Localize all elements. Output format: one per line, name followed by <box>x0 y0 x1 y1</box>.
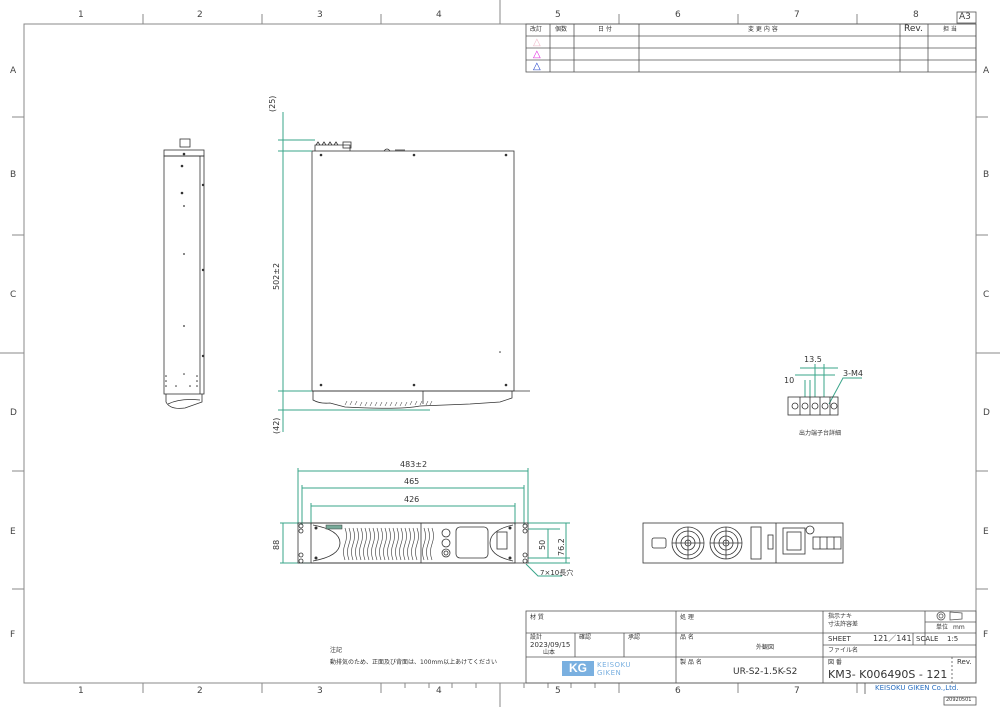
grid-col-7-bottom: 7 <box>794 686 800 696</box>
unit-value: mm <box>953 624 965 631</box>
dim-top-clearance: (25) <box>268 95 277 112</box>
grid-row-c: C <box>10 290 17 300</box>
grid-col-7: 7 <box>794 10 800 20</box>
scale-label: SCALE <box>916 635 939 643</box>
grid-col-5: 5 <box>555 10 561 20</box>
rev-header-changes: 変 更 内 容 <box>748 26 778 33</box>
dim-mount-width: 465 <box>404 477 420 486</box>
dim-hole-outer: 76.2 <box>557 538 566 556</box>
check-label: 確認 <box>579 634 592 641</box>
dim-terminal-pitch: 13.5 <box>804 355 822 364</box>
rev-header-rev: Rev. <box>904 24 923 34</box>
grid-col-3: 3 <box>317 10 323 20</box>
file-label: ファイル名 <box>828 647 859 654</box>
grid-row-e: E <box>10 527 16 537</box>
grid-row-b: B <box>10 170 17 180</box>
grid-col-1-bottom: 1 <box>78 686 84 696</box>
material-label: 材 質 <box>530 614 544 621</box>
company-logo: KG <box>562 661 594 676</box>
sheet-value: 121／141 <box>873 634 912 643</box>
rev-header-person: 担 当 <box>943 26 957 33</box>
company-name: KEISOKU GIKEN Co.,Ltd. <box>875 684 959 692</box>
rev-header-revision: 改訂 <box>530 26 543 33</box>
grid-col-6-bottom: 6 <box>675 686 681 696</box>
designer: 山本 <box>543 649 556 656</box>
hole-note: 7×10長穴 <box>540 569 574 577</box>
grid-col-2-bottom: 2 <box>197 686 203 696</box>
product-name: UR-S2-1.5K-S2 <box>733 667 798 677</box>
grid-row-b-right: B <box>983 170 990 180</box>
design-label: 設計 <box>530 634 543 641</box>
grid-col-2: 2 <box>197 10 203 20</box>
grid-row-f: F <box>10 630 16 640</box>
grid-col-4: 4 <box>436 10 442 20</box>
grid-row-e-right: E <box>983 527 989 537</box>
grid-row-f-right: F <box>983 630 989 640</box>
grid-col-3-bottom: 3 <box>317 686 323 696</box>
drawing-number: KM3- K006490S - 121 <box>828 668 948 681</box>
notes-line-1: 動排気のため、正面及び背面は、100mm以上あけてください <box>330 659 497 666</box>
logo-text-1: KEISOKU <box>597 661 632 669</box>
dim-depth: 502±2 <box>272 262 281 290</box>
dim-hole-pitch: 50 <box>538 539 547 550</box>
grid-row-d: D <box>10 408 17 418</box>
notes-title: 注記 <box>330 647 343 654</box>
grid-col-4-bottom: 4 <box>436 686 442 696</box>
dim-bottom-clearance: (42) <box>272 417 281 434</box>
treatment-label: 処 理 <box>680 614 694 621</box>
rev-header-count: 個数 <box>555 26 568 33</box>
part-name-label: 品 名 <box>680 634 694 641</box>
rev-mark-2-icon: △ <box>533 49 541 60</box>
scale-value: 1:5 <box>947 635 959 643</box>
product-name-label: 製 品 名 <box>680 659 702 666</box>
logo-text-2: GIKEN <box>597 669 622 677</box>
grid-col-6: 6 <box>675 10 681 20</box>
rev-label: Rev. <box>957 658 972 666</box>
grid-col-1: 1 <box>78 10 84 20</box>
rev-mark-1-icon: △ <box>533 37 541 48</box>
dim-body-width: 426 <box>404 495 420 504</box>
grid-row-a-right: A <box>983 66 990 76</box>
sheet-label: SHEET <box>828 635 851 643</box>
dim-terminal-width: 10 <box>784 376 795 385</box>
screw-label: 3-M4 <box>843 369 863 378</box>
approve-label: 承認 <box>628 634 641 641</box>
design-date: 2023/09/15 <box>530 641 571 649</box>
sheet-size: A3 <box>959 12 971 22</box>
drawing-no-label: 図 番 <box>828 659 842 666</box>
dim-front-height: 88 <box>272 539 281 550</box>
tolerance-label-2: 寸法許容差 <box>828 621 859 628</box>
tolerance-label: 指示ナキ <box>828 613 853 620</box>
rev-mark-3-icon: △ <box>533 61 541 72</box>
dim-overall-width: 483±2 <box>400 460 428 469</box>
grid-row-c-right: C <box>983 290 990 300</box>
grid-col-8: 8 <box>913 10 919 20</box>
rev-header-date: 日 付 <box>598 26 612 33</box>
grid-col-5-bottom: 5 <box>555 686 561 696</box>
unit-label: 単位 <box>936 624 949 631</box>
terminal-caption: 出力端子台詳細 <box>799 430 842 437</box>
grid-row-a: A <box>10 66 17 76</box>
grid-row-d-right: D <box>983 408 990 418</box>
part-name: 外観図 <box>756 644 775 651</box>
form-number: 20920501 <box>946 697 972 703</box>
